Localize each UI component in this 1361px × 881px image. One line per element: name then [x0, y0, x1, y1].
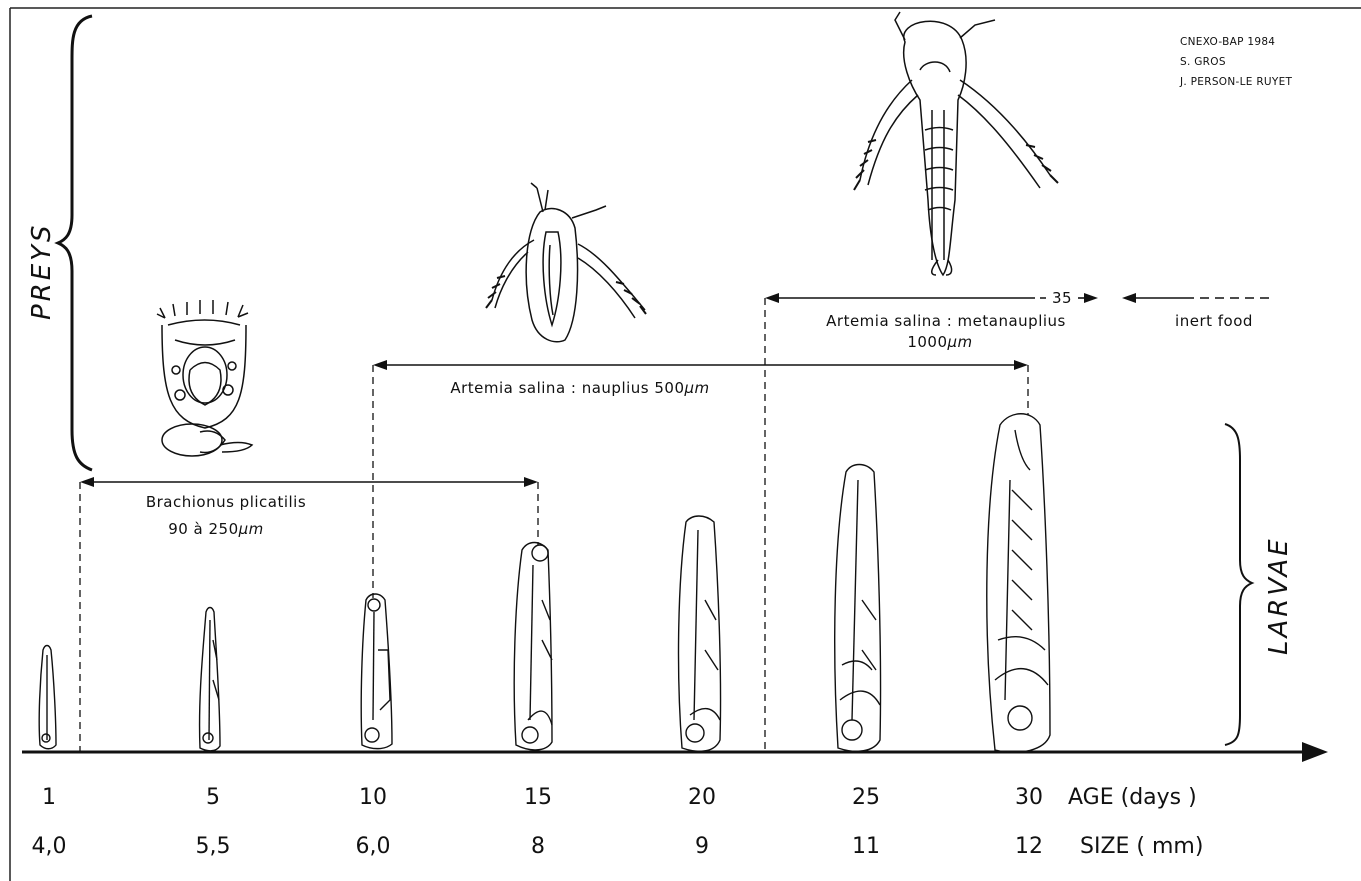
larva-day-10 [361, 594, 392, 749]
larva-day-20 [679, 516, 721, 751]
larvae-illustrations [39, 414, 1050, 753]
larva-day-5 [200, 608, 220, 751]
metanauplius-label: Artemia salina : metanauplius [826, 312, 1066, 330]
age-tick-30: 30 [1015, 785, 1043, 810]
size-tick-15: 8 [531, 834, 545, 859]
age-tick-25: 25 [852, 785, 880, 810]
credits-block: CNEXO-BAP 1984 S. GROS J. PERSON-LE RUYE… [1179, 36, 1293, 88]
rotifer-brachionus-illustration [157, 300, 252, 456]
brachionus-size-value: 90 à 250 [168, 520, 238, 538]
brachionus-label: Brachionus plicatilis [146, 493, 306, 511]
size-ticks: 4,0 5,5 6,0 8 9 11 12 [32, 834, 1044, 859]
age-tick-5: 5 [206, 785, 220, 810]
preys-brace [58, 16, 92, 470]
brachionus-range [80, 477, 538, 487]
larvae-brace [1225, 424, 1252, 745]
metanauplius-marker: 35 [1052, 289, 1072, 307]
nauplius-label: Artemia salina : nauplius 500µm [450, 379, 709, 397]
age-axis-arrowhead [1302, 742, 1328, 762]
nauplius-range [373, 360, 1028, 370]
larva-day-1 [39, 646, 56, 749]
larva-day-15 [514, 543, 552, 750]
larva-day-25 [835, 465, 881, 752]
nauplius-label-text: Artemia salina : nauplius 500 [450, 379, 684, 397]
inert-food-label: inert food [1175, 312, 1253, 330]
size-tick-20: 9 [695, 834, 709, 859]
metanauplius-range [765, 293, 1098, 303]
age-tick-1: 1 [42, 785, 56, 810]
brachionus-size-label: 90 à 250µm [168, 520, 264, 538]
size-tick-1: 4,0 [32, 834, 67, 859]
inert-food-range [1122, 293, 1275, 303]
age-ticks: 1 5 10 15 20 25 30 [42, 785, 1043, 810]
age-tick-15: 15 [524, 785, 552, 810]
credit-line-3: J. PERSON-LE RUYET [1179, 76, 1293, 88]
age-tick-10: 10 [359, 785, 387, 810]
artemia-metanauplius-illustration [854, 12, 1058, 275]
larvae-label: LARVAE [1264, 536, 1294, 655]
metanauplius-size-unit: µm [947, 333, 973, 351]
metanauplius-size-label: 1000µm [907, 333, 972, 351]
larva-day-30 [987, 414, 1050, 753]
metanauplius-size-value: 1000 [907, 333, 947, 351]
size-axis-title: SIZE ( mm) [1080, 834, 1203, 859]
artemia-nauplius-illustration [486, 183, 646, 342]
size-tick-30: 12 [1015, 834, 1043, 859]
nauplius-unit: µm [684, 379, 710, 397]
size-tick-5: 5,5 [196, 834, 231, 859]
size-tick-10: 6,0 [356, 834, 391, 859]
credit-line-1: CNEXO-BAP 1984 [1180, 36, 1275, 48]
age-tick-20: 20 [688, 785, 716, 810]
preys-label: PREYS [27, 222, 57, 320]
age-axis-title: AGE (days ) [1068, 785, 1197, 810]
brachionus-size-unit: µm [238, 520, 264, 538]
size-tick-25: 11 [852, 834, 880, 859]
credit-line-2: S. GROS [1180, 56, 1226, 68]
